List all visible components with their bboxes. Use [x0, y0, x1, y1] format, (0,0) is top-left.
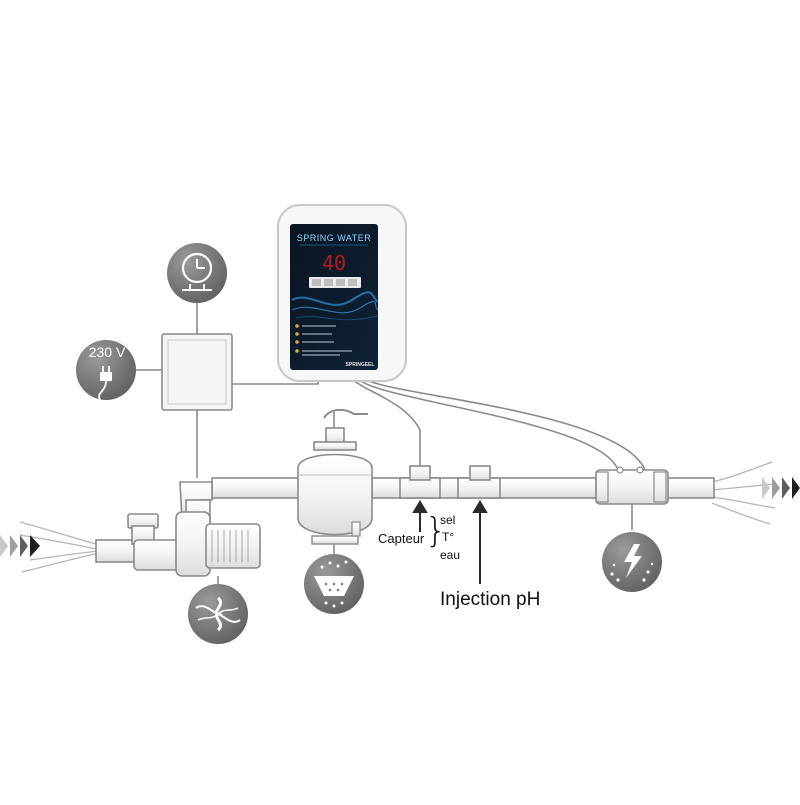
capteur-label: Capteur [378, 531, 425, 546]
pump [127, 511, 261, 577]
electrolysis-icon [602, 532, 662, 592]
capteur-arrow [412, 500, 428, 532]
wiring [135, 300, 646, 478]
controller-maker: SPRINGEEL [346, 362, 375, 368]
injection-ph-label: Injection pH [440, 589, 541, 610]
eau-label: eau [440, 548, 461, 562]
voltage-label: 230 V [88, 344, 126, 360]
temperature-label: T° [442, 530, 455, 544]
controller-brand: SPRING WATER [297, 233, 372, 243]
sel-label: sel [440, 513, 456, 527]
control-box [161, 333, 233, 411]
sand-filter [297, 408, 373, 545]
ph-injection-fitting [457, 465, 501, 499]
clock-icon [167, 243, 227, 303]
filter-shower-icon [304, 554, 364, 614]
sensor-brace: } [425, 511, 447, 551]
spring-water-controller: SPRING WATER 40 SPRINGEEL [277, 204, 407, 382]
power-plug-icon [76, 340, 136, 401]
outflow-lines [711, 461, 776, 525]
inflow-arrows [0, 535, 40, 557]
injection-arrow [472, 500, 488, 584]
sensor-fitting [399, 465, 441, 499]
electrolysis-cell [595, 466, 669, 530]
outflow-arrows [762, 477, 800, 499]
controller-display: 40 [322, 251, 346, 275]
pump-impeller-icon [188, 584, 248, 644]
